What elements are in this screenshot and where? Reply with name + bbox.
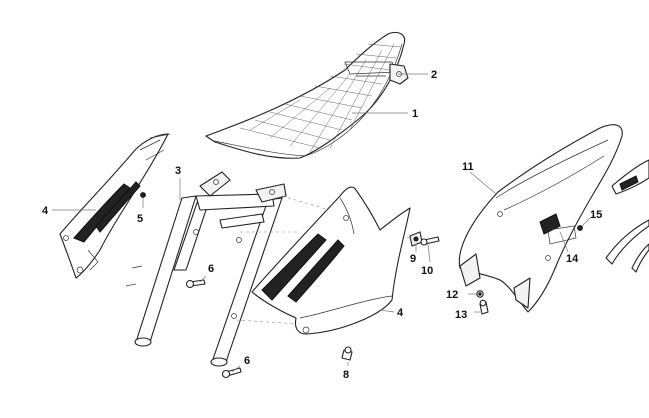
panel-screw-part: [420, 236, 440, 246]
fender-screw-part: [479, 299, 489, 315]
callout-4-left: 4: [42, 205, 49, 217]
grab-bar-part: [605, 159, 649, 273]
callout-15: 15: [590, 209, 602, 221]
subframe-bolt-upper: [185, 279, 206, 289]
callout-6-lower: 6: [244, 355, 250, 367]
callout-5: 5: [137, 213, 143, 225]
seat-part: [205, 31, 406, 159]
left-side-panel-part: [59, 133, 171, 279]
callout-3: 3: [175, 165, 181, 177]
callout-14: 14: [566, 253, 579, 265]
callout-12: 12: [446, 289, 458, 301]
callout-9: 9: [410, 253, 416, 265]
callout-6-upper: 6: [208, 263, 214, 275]
subframe-part: [125, 171, 287, 367]
callout-1: 1: [412, 108, 418, 120]
right-side-panel-part: [251, 186, 411, 335]
callout-10: 10: [421, 265, 433, 277]
callout-4-right: 4: [397, 307, 404, 319]
callout-11: 11: [462, 161, 474, 173]
nut-part: [577, 225, 583, 231]
leader-lines: [52, 73, 591, 373]
subframe-bolt-lower: [221, 367, 242, 379]
callout-8: 8: [343, 369, 349, 381]
lower-screw-part: [341, 346, 353, 361]
clip-part: [409, 231, 423, 247]
callout-2: 2: [431, 69, 437, 81]
small-screw-part: [140, 192, 146, 208]
rear-fender-part: [458, 124, 623, 313]
callout-13: 13: [455, 309, 467, 321]
